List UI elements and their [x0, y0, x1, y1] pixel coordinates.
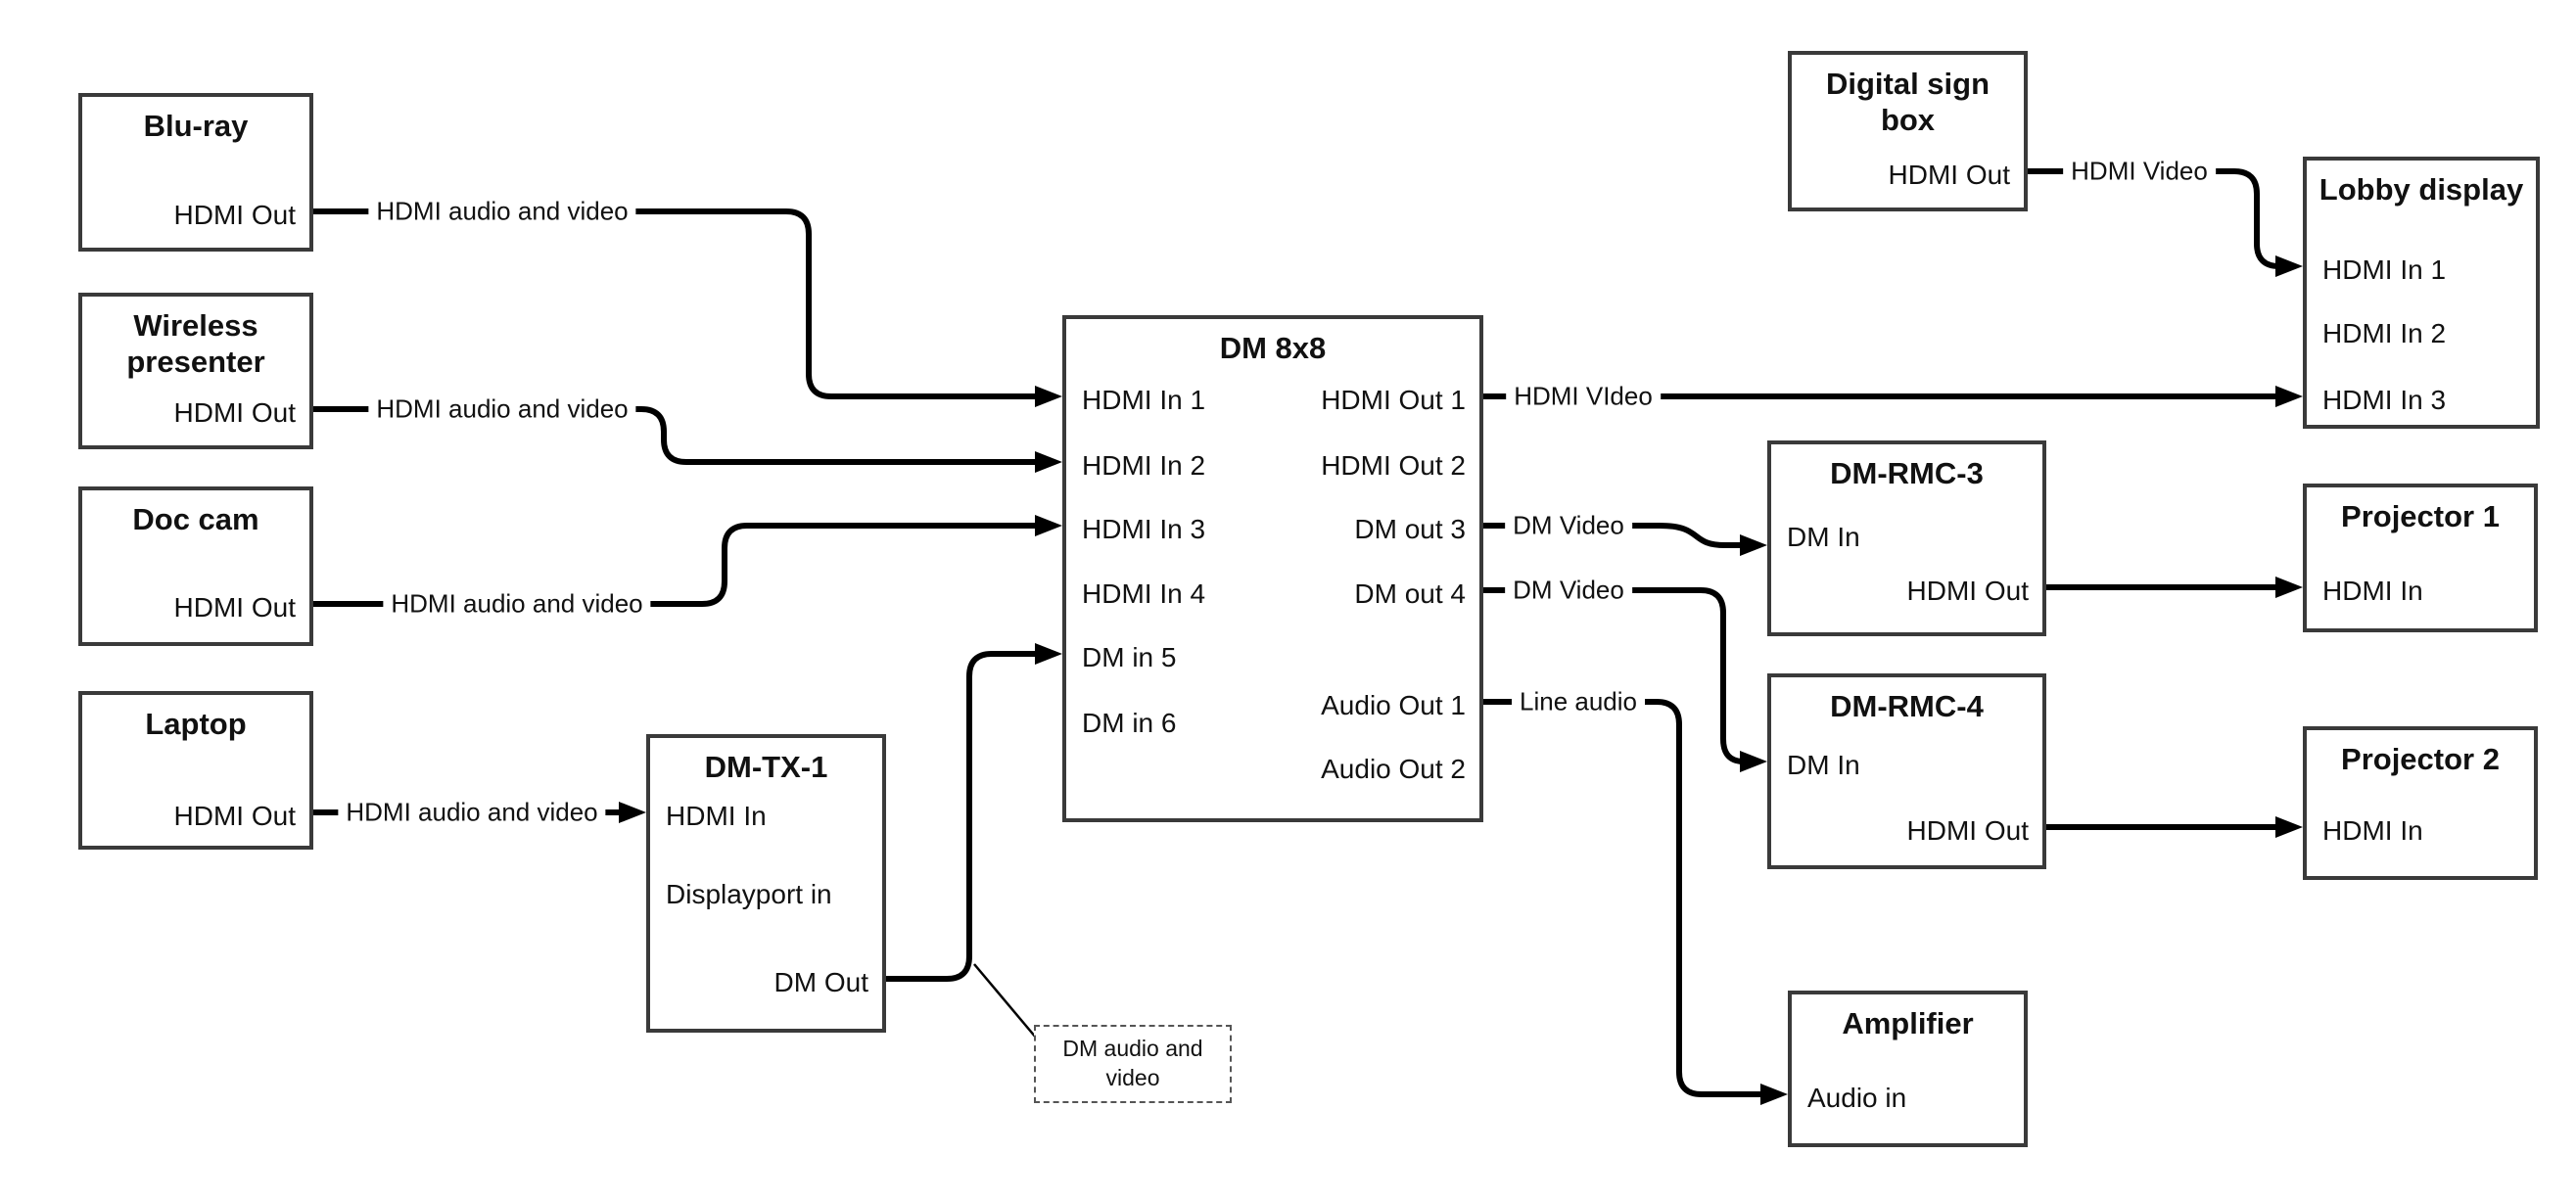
port-dmtx1-displayport-in: Displayport in	[666, 879, 832, 909]
node-laptop: Laptop HDMI Out	[78, 691, 313, 850]
port-dm8x8-hdmi-in-3: HDMI In 3	[1082, 514, 1206, 544]
arrowheads	[619, 255, 2303, 1105]
node-title: Amplifier	[1842, 1006, 1974, 1040]
node-title: DM-TX-1	[704, 750, 828, 784]
note-leader-line	[973, 963, 1037, 1039]
node-wireless-presenter: Wireless presenter HDMI Out	[78, 293, 313, 449]
edge-label-laptop: HDMI audio and video	[338, 795, 606, 830]
edge-label-dm-video-4: DM Video	[1505, 573, 1632, 608]
edge-label-bluray: HDMI audio and video	[368, 194, 636, 229]
port-dm8x8-dm-in-5: DM in 5	[1082, 642, 1177, 672]
edge-label-doccam: HDMI audio and video	[383, 586, 651, 622]
edge-doccam-to-dm8x8-in3	[313, 523, 1040, 607]
node-bluray: Blu-ray HDMI Out	[78, 93, 313, 252]
edge-label-hdmi-video-out1: HDMI VIdeo	[1506, 379, 1661, 414]
node-title: Wireless presenter	[126, 308, 265, 379]
node-title: Digital sign box	[1825, 67, 1991, 137]
node-doc-cam: Doc cam HDMI Out	[78, 486, 313, 646]
port-bluray-hdmi-out: HDMI Out	[173, 200, 296, 230]
edge-label-wireless: HDMI audio and video	[368, 392, 636, 427]
edge-dm8x8-audio1-to-amp	[1483, 699, 1764, 1097]
node-title: DM-RMC-3	[1830, 456, 1984, 490]
node-dm-tx-1: DM-TX-1 HDMI In Displayport in DM Out	[646, 734, 886, 1033]
port-proj2-hdmi-in: HDMI In	[2322, 815, 2423, 846]
node-title: Projector 1	[2341, 499, 2500, 533]
node-title: Laptop	[145, 707, 247, 741]
port-dmrmc3-hdmi-out: HDMI Out	[1906, 576, 2029, 606]
port-lobby-hdmi-in-2: HDMI In 2	[2322, 318, 2447, 348]
node-title: DM-RMC-4	[1830, 689, 1984, 723]
edge-label-hdmi-video-sign: HDMI Video	[2063, 154, 2216, 189]
edge-dm8x8-out4-to-dmrmc4	[1483, 587, 1745, 764]
port-dm8x8-hdmi-in-4: HDMI In 4	[1082, 578, 1206, 609]
port-dmrmc4-dm-in: DM In	[1787, 750, 1860, 780]
node-title: Lobby display	[2318, 172, 2524, 207]
port-dmrmc4-hdmi-out: HDMI Out	[1906, 815, 2029, 846]
port-lobby-hdmi-in-1: HDMI In 1	[2322, 254, 2447, 285]
edge-label-dm-video-3: DM Video	[1505, 508, 1632, 543]
node-amplifier: Amplifier Audio in	[1788, 991, 2028, 1147]
port-amplifier-audio-in: Audio in	[1807, 1083, 1907, 1113]
port-dm8x8-hdmi-out-1: HDMI Out 1	[1321, 385, 1466, 415]
node-digital-sign-box: Digital sign box HDMI Out	[1788, 51, 2028, 211]
node-projector-1: Projector 1 HDMI In	[2303, 484, 2538, 632]
node-title: Projector 2	[2341, 742, 2500, 776]
node-title: DM 8x8	[1219, 331, 1327, 365]
port-dm8x8-audio-out-2: Audio Out 2	[1321, 754, 1466, 784]
port-wireless-hdmi-out: HDMI Out	[173, 397, 296, 428]
port-dm8x8-dm-out-4: DM out 4	[1354, 578, 1466, 609]
port-dm8x8-hdmi-in-2: HDMI In 2	[1082, 450, 1206, 481]
node-projector-2: Projector 2 HDMI In	[2303, 726, 2538, 880]
port-dm8x8-hdmi-in-1: HDMI In 1	[1082, 385, 1206, 415]
port-laptop-hdmi-out: HDMI Out	[173, 801, 296, 831]
port-dm8x8-dm-in-6: DM in 6	[1082, 708, 1177, 738]
port-lobby-hdmi-in-3: HDMI In 3	[2322, 385, 2447, 415]
port-dm8x8-audio-out-1: Audio Out 1	[1321, 690, 1466, 720]
port-dmtx1-dm-out: DM Out	[773, 967, 868, 997]
note-text: DM audio and video	[1062, 1036, 1203, 1090]
node-title: Doc cam	[132, 502, 259, 536]
edge-label-line-audio: Line audio	[1512, 684, 1645, 719]
edge-digitalsign-to-lobby	[2028, 168, 2281, 269]
port-dmtx1-hdmi-in: HDMI In	[666, 801, 767, 831]
note-dm-audio-and-video: DM audio and video	[1034, 1025, 1232, 1103]
node-dm-8x8: DM 8x8 HDMI In 1 HDMI In 2 HDMI In 3 HDM…	[1062, 315, 1483, 822]
port-proj1-hdmi-in: HDMI In	[2322, 576, 2423, 606]
edge-dm8x8-out3-to-dmrmc3	[1483, 523, 1744, 548]
port-dmrmc3-dm-in: DM In	[1787, 522, 1860, 552]
node-dm-rmc-4: DM-RMC-4 DM In HDMI Out	[1767, 673, 2046, 869]
node-dm-rmc-3: DM-RMC-3 DM In HDMI Out	[1767, 440, 2046, 636]
port-digitalsign-hdmi-out: HDMI Out	[1888, 160, 2010, 190]
edge-wireless-to-dm8x8-in2	[313, 406, 1040, 465]
port-dm8x8-hdmi-out-2: HDMI Out 2	[1321, 450, 1466, 481]
node-title: Blu-ray	[143, 109, 249, 143]
edge-dmtx1-to-dm8x8-in5	[886, 651, 1040, 982]
edge-bluray-to-dm8x8-in1	[313, 208, 1040, 399]
node-lobby-display: Lobby display HDMI In 1 HDMI In 2 HDMI I…	[2303, 157, 2540, 429]
port-dm8x8-dm-out-3: DM out 3	[1354, 514, 1466, 544]
port-doccam-hdmi-out: HDMI Out	[173, 592, 296, 623]
